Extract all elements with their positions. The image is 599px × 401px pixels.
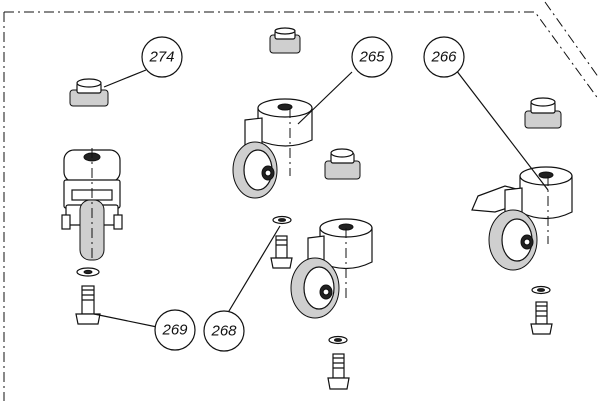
callout-269: 269 bbox=[154, 309, 196, 351]
castor-265 bbox=[232, 98, 313, 199]
castor-266-braked bbox=[471, 166, 573, 271]
callout-274: 274 bbox=[141, 36, 183, 78]
washer-right bbox=[531, 285, 551, 295]
svg-text:266: 266 bbox=[430, 49, 457, 66]
castor-front-view bbox=[61, 148, 123, 262]
svg-text:269: 269 bbox=[161, 322, 188, 339]
foot-pad-right bbox=[524, 97, 562, 129]
bolt-center-upper bbox=[270, 235, 293, 269]
bolt-center-lower bbox=[327, 353, 350, 390]
foot-pad-left bbox=[69, 78, 109, 107]
foot-pad-top-center bbox=[269, 27, 301, 54]
foot-pad-middle bbox=[324, 148, 361, 180]
frame-outline bbox=[3, 1, 599, 401]
callout-265: 265 bbox=[351, 36, 393, 78]
castor-center bbox=[290, 218, 373, 319]
svg-text:274: 274 bbox=[148, 49, 174, 66]
svg-text:268: 268 bbox=[210, 323, 237, 340]
leader-lines bbox=[93, 69, 549, 328]
bolt-right bbox=[530, 301, 553, 335]
svg-text:265: 265 bbox=[358, 49, 385, 66]
bolt-left bbox=[75, 285, 101, 325]
washer-left bbox=[76, 267, 100, 277]
washer-center-upper bbox=[272, 215, 292, 225]
callout-266: 266 bbox=[423, 36, 465, 78]
callout-268: 268 bbox=[203, 310, 245, 352]
washer-center-lower bbox=[328, 335, 348, 345]
